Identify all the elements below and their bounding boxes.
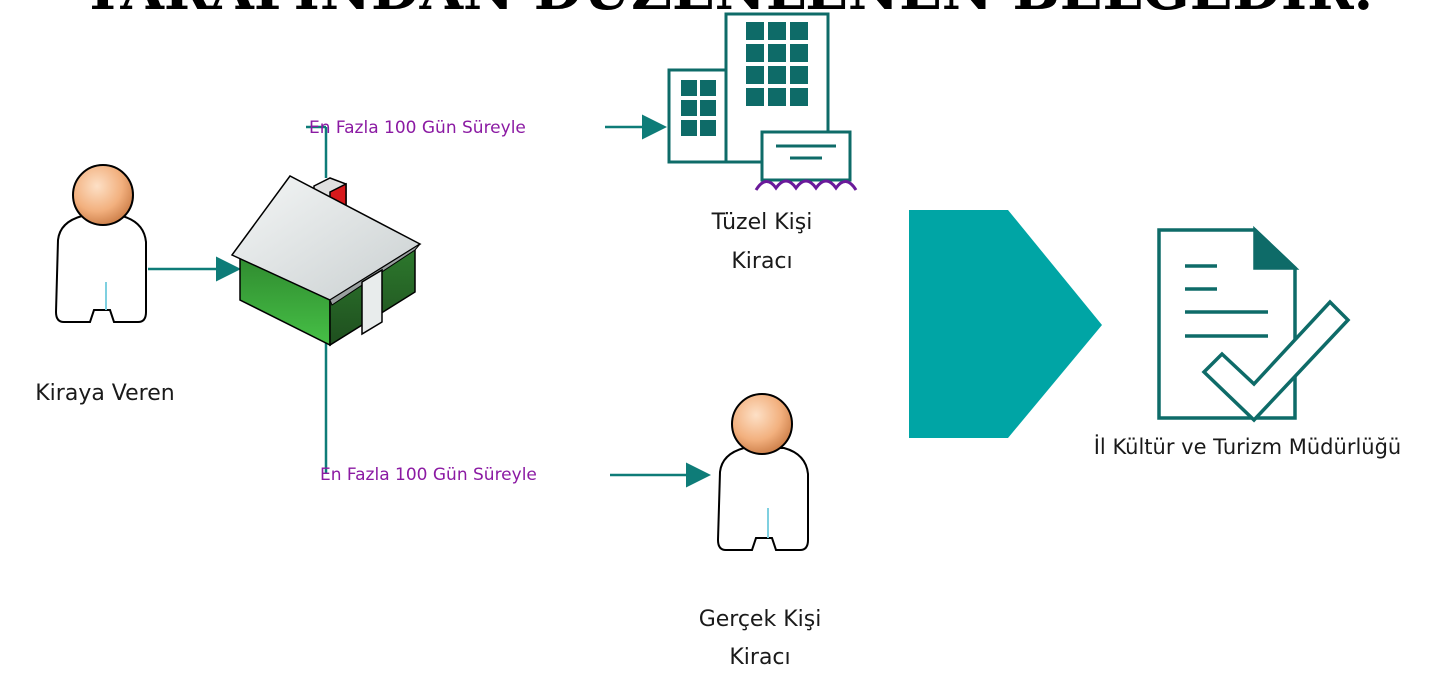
legal-tenant-label-line1: Tüzel Kişi [711,210,813,235]
natural-tenant-label-line1: Gerçek Kişi [698,607,822,632]
edge-label-legal-tenant: En Fazla 100 Gün Süreyle [309,118,526,138]
edge-label-natural-tenant: En Fazla 100 Gün Süreyle [320,465,537,485]
natural-tenant-label-line2: Kiracı [729,645,791,670]
natural-tenant-person-icon [716,393,809,551]
landlord-person-icon [54,164,147,323]
banner-title: TARAFINDAN DÜZENLENEN BELGEDIR. [0,0,1455,20]
legal-tenant-building-icon [667,12,858,191]
approved-document-icon [1157,225,1351,423]
house-icon [230,175,422,347]
legal-tenant-label-line2: Kiracı [731,249,793,274]
connector-house-to-natural-tenant [324,340,711,488]
process-chevron-icon [909,210,1102,438]
directorate-label: İl Kültür ve Turizm Müdürlüğü [1093,435,1402,459]
landlord-label: Kiraya Veren [35,381,175,406]
connector-house-to-legal-tenant [306,114,667,178]
